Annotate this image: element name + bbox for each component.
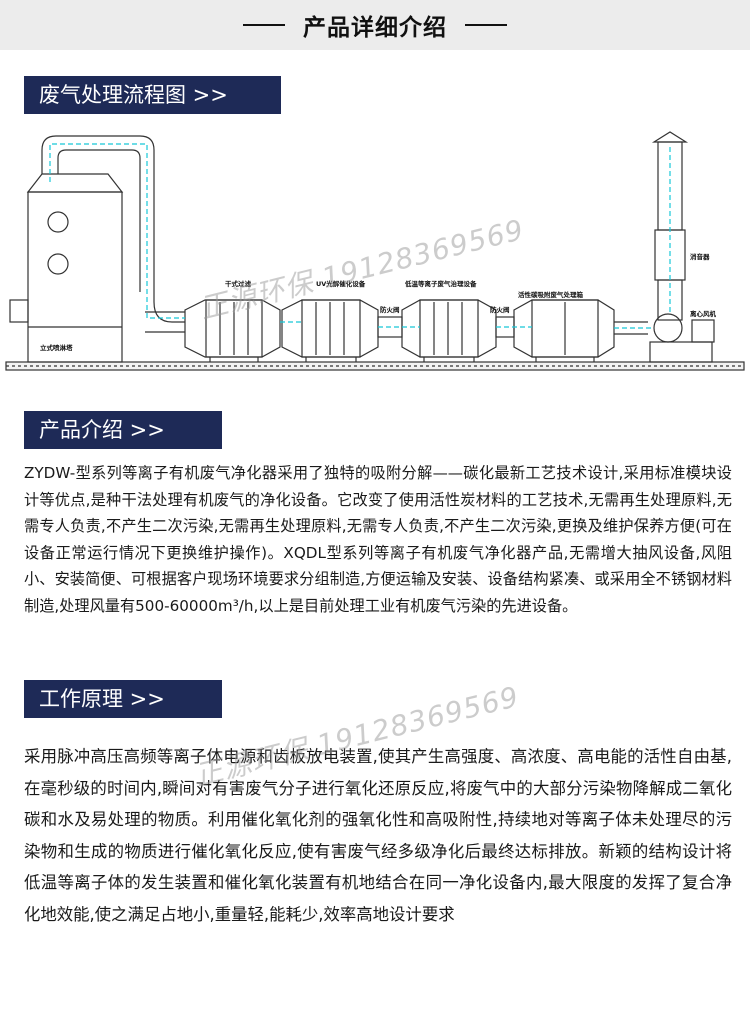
label-silencer: 消音器 <box>690 252 710 261</box>
banner-title: 产品详细介绍 <box>0 0 750 50</box>
label-plasma-unit: 低温等离子废气治理设备 <box>404 279 477 288</box>
section-header-flow: 废气处理流程图 >> <box>24 76 281 114</box>
label-uv-unit: UV光解催化设备 <box>316 279 366 288</box>
top-banner <box>0 0 750 50</box>
banner-right-line <box>465 24 507 26</box>
label-carbon-unit: 活性碳吸附废气处理箱 <box>518 290 584 299</box>
process-flow-diagram: 立式喷淋塔 干式过滤 UV光解催化设备 低温等离子废气治理设备 防火阀 防火阀 … <box>5 131 745 371</box>
intro-paragraph: ZYDW-型系列等离子有机废气净化器采用了独特的吸附分解——碳化最新工艺技术设计… <box>24 464 732 615</box>
label-fire-arrestor-1: 防火阀 <box>380 305 400 314</box>
banner-left-line <box>243 24 285 26</box>
label-fire-arrestor-2: 防火阀 <box>490 305 510 314</box>
label-spray-tower: 立式喷淋塔 <box>40 343 73 352</box>
principle-paragraph: 采用脉冲高压高频等离子体电源和齿板放电装置,使其产生高强度、高浓度、高电能的活性… <box>24 747 732 924</box>
section-header-intro: 产品介绍 >> <box>24 411 222 449</box>
label-dry-filter: 干式过滤 <box>225 279 252 288</box>
section-header-principle: 工作原理 >> <box>24 680 222 718</box>
label-fan: 离心风机 <box>690 309 717 318</box>
banner-title-text: 产品详细介绍 <box>303 15 447 41</box>
